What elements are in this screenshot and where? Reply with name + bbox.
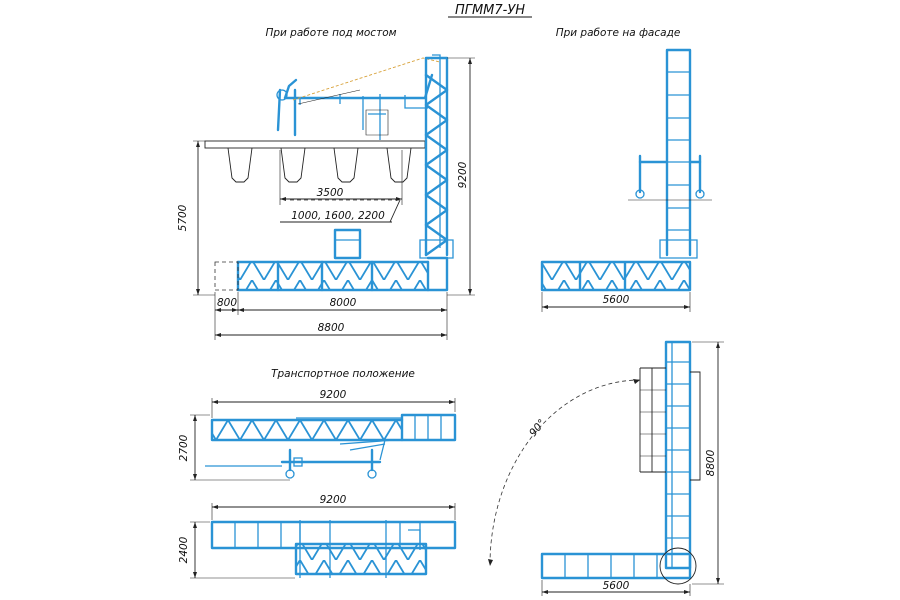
drawing-title: ПГММ7-УН <box>448 3 532 18</box>
caption-facade: При работе на фасаде <box>556 27 681 39</box>
dim-5600-facade: 5600 <box>603 294 630 306</box>
view-transport-plan: 9200 2400 <box>178 494 457 579</box>
rotated-horizontal-boom <box>540 547 697 585</box>
view-rotated-plan: 90° 8800 5600 <box>488 340 724 596</box>
dimensions-under-bridge: 3500 1000, 1600, 2200 9200 5700 800 8000… <box>177 57 475 340</box>
facade-lower-truss <box>540 260 692 292</box>
dim-800: 800 <box>217 297 237 309</box>
facade-mast <box>628 48 712 259</box>
tower-truss <box>419 54 454 259</box>
dim-9200-tower: 9200 <box>457 161 469 188</box>
dim-8000: 8000 <box>330 297 357 309</box>
plan-truss <box>210 520 457 578</box>
caption-under-bridge: При работе под мостом <box>265 27 396 39</box>
dim-90-deg: 90° <box>527 417 548 439</box>
dimensions-rotated: 8800 5600 <box>541 341 724 596</box>
dim-2400: 2400 <box>178 536 190 563</box>
transport-truss <box>210 413 457 442</box>
transport-chassis <box>205 439 396 479</box>
view-transport-side: Транспортное положение 9200 2700 <box>178 368 457 481</box>
dim-5600-rotated: 5600 <box>603 580 630 592</box>
dim-8800: 8800 <box>318 322 345 334</box>
rotated-vertical-boom <box>639 340 701 570</box>
bridge-deck <box>204 140 426 183</box>
view-under-bridge: При работе под мостом <box>177 27 475 340</box>
title-text: ПГММ7-УН <box>455 3 525 18</box>
platform-basket <box>290 199 401 260</box>
dimensions-transport-side: 9200 2700 <box>178 389 456 481</box>
view-facade: При работе на фасаде 5600 <box>540 27 712 312</box>
dim-5700: 5700 <box>177 204 189 231</box>
lower-truss <box>214 256 449 292</box>
dim-platform-widths: 1000, 1600, 2200 <box>291 210 385 222</box>
dim-3500: 3500 <box>317 187 344 199</box>
caption-transport: Транспортное положение <box>271 368 415 380</box>
dimensions-transport-plan: 9200 2400 <box>178 494 456 579</box>
dim-8800-rotated: 8800 <box>705 449 717 476</box>
dim-9200-transport: 9200 <box>320 389 347 401</box>
rotation-arc: 90° <box>488 379 641 567</box>
dimensions-facade: 5600 <box>541 292 691 312</box>
dim-9200-plan: 9200 <box>320 494 347 506</box>
upper-boom <box>276 57 441 140</box>
dim-2700: 2700 <box>178 434 190 461</box>
